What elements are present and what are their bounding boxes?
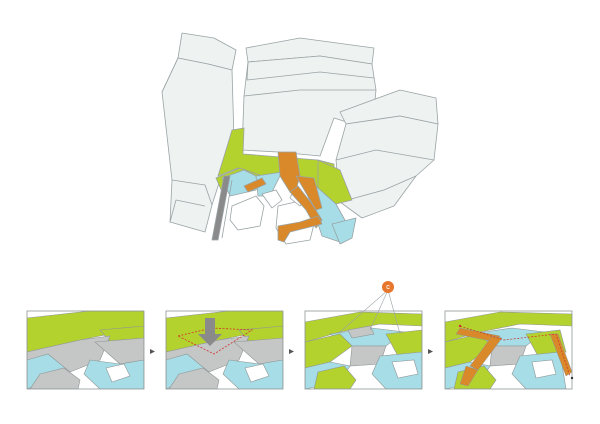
cut-line-dashed (177, 327, 254, 355)
axonometric-main (161, 32, 439, 245)
building-central-block (241, 37, 377, 157)
dot-marker (570, 376, 574, 380)
arrow-icon (428, 349, 433, 354)
orange-circulation-path (243, 151, 323, 243)
step-panel-1 (26, 310, 145, 390)
building-right-block (335, 89, 439, 219)
callout-label: C (386, 285, 390, 291)
step-panel-2 (165, 310, 284, 390)
push-down-arrow-icon (198, 318, 222, 346)
callout-marker: C (339, 281, 401, 335)
step-panel-3 (304, 310, 423, 390)
orange-path-overlay (455, 327, 573, 387)
callout-badge (382, 281, 394, 293)
small-white-blocks (229, 185, 317, 245)
step-panel-4 (444, 310, 574, 390)
structural-bar (211, 175, 233, 241)
arrow-icon (150, 349, 155, 354)
dot-marker (458, 324, 462, 328)
arrow-icon (289, 349, 294, 354)
route-line-dashed (459, 325, 571, 377)
building-left-tower (161, 32, 237, 233)
